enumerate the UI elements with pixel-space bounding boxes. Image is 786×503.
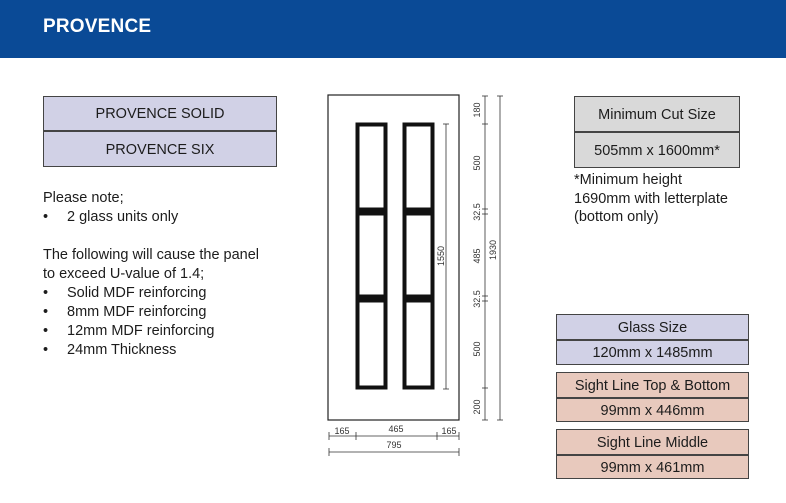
uvalue-item: Solid MDF reinforcing [67, 285, 207, 301]
sight-line-tb-label-box: Sight Line Top & Bottom [556, 372, 749, 398]
min-cut-value: 505mm x 1600mm* [594, 143, 720, 159]
notes-block: Please note; • 2 glass units only The fo… [43, 189, 313, 360]
note-heading: Please note; [43, 190, 124, 206]
list-item: • 12mm MDF reinforcing [43, 322, 313, 341]
footnote-line: (bottom only) [574, 209, 659, 225]
dimension-label: 465 [388, 424, 403, 434]
note-item: 2 glass units only [67, 209, 179, 225]
sight-line-mid-value: 99mm x 461mm [600, 460, 705, 476]
uvalue-text: to exceed U-value of 1.4; [43, 266, 205, 282]
bullet-icon: • [43, 304, 49, 320]
glass-size-label: Glass Size [617, 320, 688, 336]
dimension-label: 180 [472, 102, 482, 117]
glass-pane [355, 211, 388, 299]
min-cut-footnote: *Minimum height 1690mm with letterplate … [574, 171, 774, 227]
page-header: PROVENCE [0, 0, 786, 58]
list-item: • 8mm MDF reinforcing [43, 303, 313, 322]
list-item: • 2 glass units only [43, 208, 313, 227]
sight-line-mid-label-box: Sight Line Middle [556, 429, 749, 455]
dimension-label: 500 [472, 155, 482, 170]
list-item: • Solid MDF reinforcing [43, 284, 313, 303]
product-box-solid: PROVENCE SOLID [43, 96, 277, 131]
min-cut-label: Minimum Cut Size [598, 107, 716, 123]
min-cut-value-box: 505mm x 1600mm* [574, 132, 740, 168]
glass-size-value-box: 120mm x 1485mm [556, 340, 749, 365]
min-cut-label-box: Minimum Cut Size [574, 96, 740, 132]
product-label: PROVENCE SOLID [95, 106, 225, 122]
dimension-label: 1550 [436, 246, 446, 266]
sight-line-tb-value-box: 99mm x 446mm [556, 398, 749, 422]
uvalue-item: 12mm MDF reinforcing [67, 323, 215, 339]
bullet-icon: • [43, 285, 49, 301]
bullet-icon: • [43, 323, 49, 339]
sight-line-tb-label: Sight Line Top & Bottom [574, 378, 731, 394]
product-box-six: PROVENCE SIX [43, 131, 277, 167]
dimension-label: 485 [472, 248, 482, 263]
dimension-label: 200 [472, 399, 482, 414]
glass-pane [355, 298, 388, 390]
uvalue-text: The following will cause the panel [43, 247, 260, 263]
glass-size-value: 120mm x 1485mm [592, 345, 713, 361]
product-label: PROVENCE SIX [105, 142, 215, 158]
glass-size-label-box: Glass Size [556, 314, 749, 340]
dimension-label: 1930 [488, 240, 498, 260]
dimension-label: 32.5 [472, 203, 482, 221]
dimension-label: 795 [386, 440, 401, 450]
glass-pane [402, 298, 435, 390]
uvalue-item: 8mm MDF reinforcing [67, 304, 207, 320]
footnote-line: 1690mm with letterplate [574, 190, 728, 207]
sight-line-mid-label: Sight Line Middle [596, 435, 709, 451]
uvalue-item: 24mm Thickness [67, 342, 177, 358]
list-item: • 24mm Thickness [43, 341, 313, 360]
page-title: PROVENCE [43, 16, 152, 37]
dimension-label: 165 [441, 426, 456, 436]
dimension-label: 165 [334, 426, 349, 436]
bullet-icon: • [43, 342, 49, 358]
glass-pane [402, 122, 435, 212]
dimension-label: 32.5 [472, 290, 482, 308]
sight-line-tb-value: 99mm x 446mm [600, 403, 705, 419]
sight-line-mid-value-box: 99mm x 461mm [556, 455, 749, 479]
dimension-label: 500 [472, 341, 482, 356]
glass-pane [355, 122, 388, 212]
footnote-line: *Minimum height [574, 172, 682, 188]
glass-pane [402, 211, 435, 299]
door-outline [327, 94, 460, 421]
bullet-icon: • [43, 209, 49, 225]
